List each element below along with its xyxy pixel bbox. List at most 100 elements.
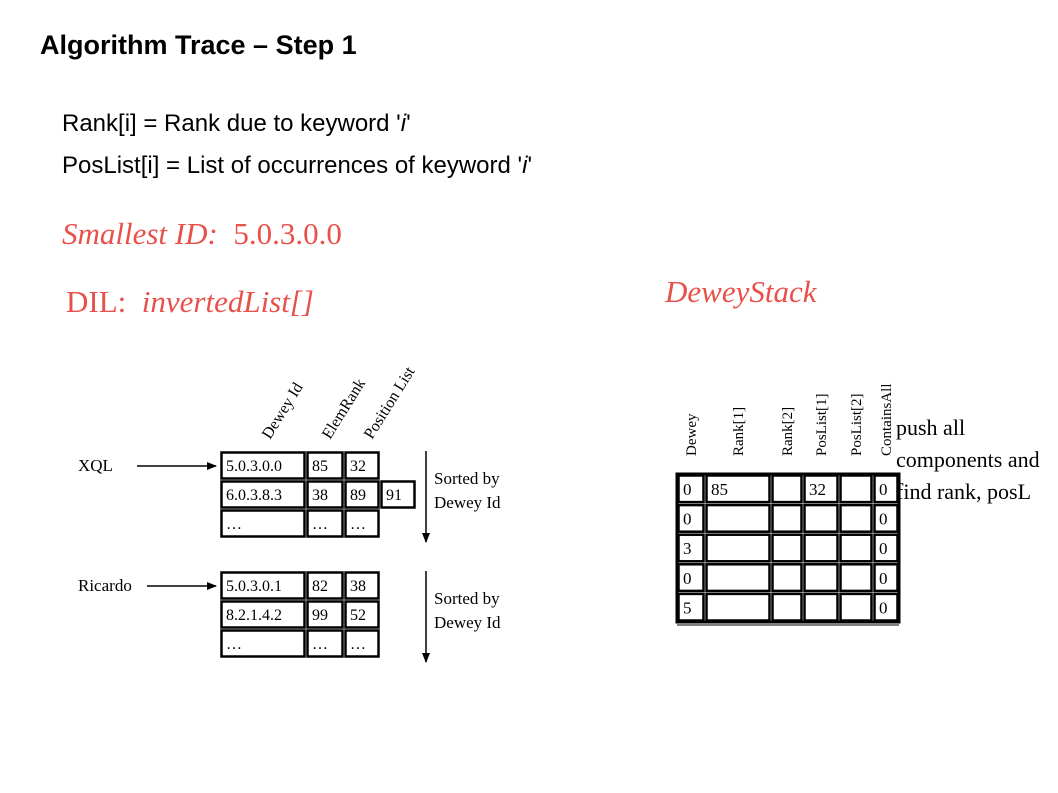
inverted-list-cell: [306, 600, 344, 629]
dewey-stack-header: PosList[2]: [849, 393, 865, 456]
dewey-stack-cell: [771, 563, 803, 593]
dewey-stack-cell: [705, 474, 771, 504]
dewey-stack-cell: [839, 563, 873, 593]
inverted-list-cell: [220, 480, 306, 509]
rank-definition: Rank[i] = Rank due to keyword 'i': [62, 110, 411, 138]
smallest-id: Smallest ID: 5.0.3.0.0: [62, 216, 342, 252]
dewey-stack-cell: [705, 592, 771, 622]
sort-note: Dewey Id: [434, 493, 501, 512]
inverted-list-header: Position List: [361, 364, 419, 442]
dewey-stack-header: Rank[1]: [731, 407, 747, 456]
dewey-stack-cell: [839, 474, 873, 504]
dewey-stack-cell: [803, 592, 839, 622]
keyword-label: Ricardo: [78, 576, 132, 595]
inverted-list-cell: [306, 571, 344, 600]
dewey-stack-cell: [771, 533, 803, 563]
rank-definition-suffix: ': [406, 110, 411, 137]
dewey-stack-value: 0: [683, 569, 692, 588]
dewey-stack-border: [675, 472, 901, 624]
smallest-id-label: Smallest ID:: [62, 216, 218, 251]
dewey-stack-cell: [873, 592, 899, 622]
sort-note: Dewey Id: [434, 613, 501, 632]
inverted-list-value: 38: [350, 578, 366, 595]
inverted-list-value: …: [312, 516, 328, 533]
dewey-stack-value: 0: [879, 510, 888, 529]
inverted-list-cell: [306, 509, 344, 538]
inverted-list-cell: [344, 571, 380, 600]
inverted-list-cell: [220, 451, 306, 480]
dewey-stack-cell: [839, 503, 873, 533]
dewey-stack-value: 0: [879, 480, 888, 499]
poslist-definition-prefix: PosList[i] = List of occurrences of keyw…: [62, 152, 523, 179]
dewey-stack-cell: [873, 503, 899, 533]
dewey-stack-cell: [839, 533, 873, 563]
dewey-stack-header: ContainsAll: [879, 383, 895, 456]
inverted-list-cell: [220, 600, 306, 629]
inverted-list-cell: [220, 509, 306, 538]
inverted-list-cell: [380, 480, 416, 509]
inverted-list-value: 99: [312, 607, 328, 624]
inverted-list-value: …: [226, 636, 242, 653]
dil-label-text: DIL:: [66, 284, 127, 319]
inverted-list-value: 5.0.3.0.1: [226, 578, 282, 595]
inverted-list-value: 8.2.1.4.2: [226, 607, 282, 624]
dewey-stack-header: Rank[2]: [780, 407, 796, 456]
push-note: push all components and find rank, posL: [896, 415, 1040, 504]
slide-title: Algorithm Trace – Step 1: [40, 30, 357, 60]
inverted-list-cell: [306, 451, 344, 480]
dewey-stack-cell: [677, 533, 705, 563]
inverted-list-value: 91: [386, 487, 402, 504]
dil-label: DIL: invertedList[]: [66, 284, 314, 320]
inverted-list-value: 82: [312, 578, 328, 595]
dewey-stack-value: 0: [879, 569, 888, 588]
poslist-definition-suffix: ': [527, 152, 533, 179]
inverted-list-value: 32: [350, 458, 366, 475]
dewey-stack-value: 0: [879, 598, 888, 617]
dewey-stack-cell: [677, 592, 705, 622]
dewey-stack-value: 3: [683, 539, 692, 558]
poslist-definition-var: i: [522, 152, 528, 179]
dil-label-value: invertedList[]: [141, 284, 314, 319]
inverted-list-cell: [306, 629, 344, 658]
dewey-stack-cell: [705, 533, 771, 563]
dewey-stack-cell: [677, 474, 705, 504]
inverted-list-value: 38: [312, 487, 328, 504]
inverted-list-cell: [220, 571, 306, 600]
inverted-list-value: …: [312, 636, 328, 653]
dewey-stack-title: DeweyStack: [665, 274, 817, 309]
inverted-list-value: 89: [350, 487, 366, 504]
dewey-stack-cell: [839, 592, 873, 622]
poslist-definition: PosList[i] = List of occurrences of keyw…: [62, 152, 532, 180]
keyword-label: XQL: [78, 456, 113, 475]
inverted-list-value: 85: [312, 458, 328, 475]
dewey-stack-value: 5: [683, 598, 692, 617]
dewey-stack-value: 32: [809, 480, 826, 499]
dewey-stack-cell: [873, 563, 899, 593]
inverted-list-value: 5.0.3.0.0: [226, 458, 282, 475]
sort-note: Sorted by: [434, 589, 500, 608]
dewey-stack-header: Dewey: [684, 413, 700, 456]
dewey-stack-cell: [771, 503, 803, 533]
dewey-stack-cell: [873, 533, 899, 563]
dewey-stack-value: 0: [879, 539, 888, 558]
inverted-list-cell: [306, 480, 344, 509]
dewey-stack-cell: [803, 533, 839, 563]
inverted-list-cell: [344, 509, 380, 538]
dewey-stack-cell: [705, 563, 771, 593]
inverted-list-header: Dewey Id: [259, 380, 307, 442]
dewey-stack-cell: [803, 563, 839, 593]
sort-note: Sorted by: [434, 469, 500, 488]
dewey-stack-cell: [803, 503, 839, 533]
inverted-list-cell: [220, 629, 306, 658]
dewey-stack-cell: [771, 474, 803, 504]
inverted-list-value: …: [350, 516, 366, 533]
dewey-stack-value: 85: [711, 480, 728, 499]
smallest-id-value: 5.0.3.0.0: [233, 216, 342, 251]
rank-definition-prefix: Rank[i] = Rank due to keyword ': [62, 110, 401, 137]
dewey-stack-cell: [771, 592, 803, 622]
dewey-stack-cell: [677, 563, 705, 593]
inverted-list-cell: [344, 629, 380, 658]
